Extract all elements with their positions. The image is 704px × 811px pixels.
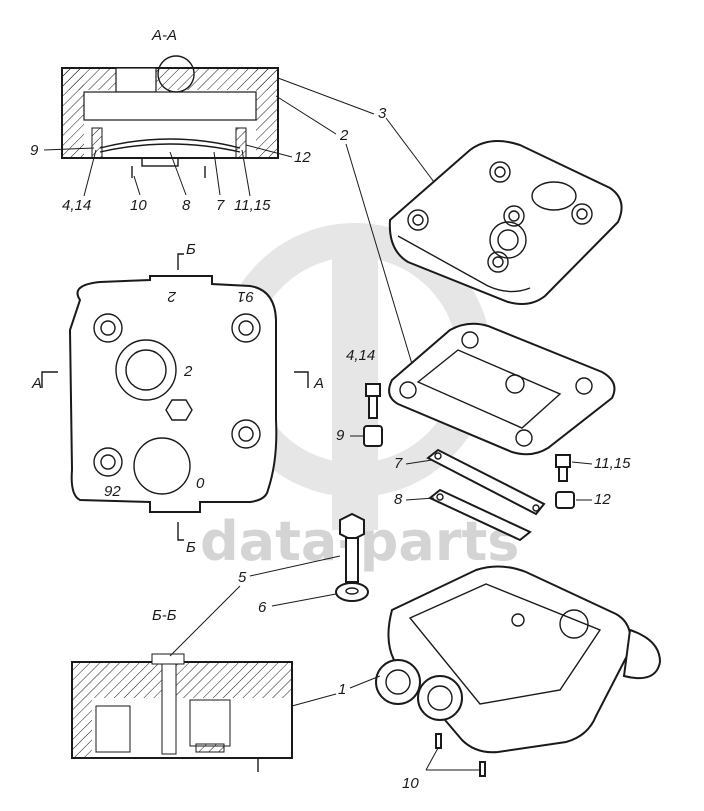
callout-2: 2 bbox=[339, 127, 349, 144]
callout-8: 8 bbox=[394, 491, 403, 508]
washer-6 bbox=[335, 582, 369, 602]
callout-9: 9 bbox=[336, 427, 345, 444]
pins-10 bbox=[435, 733, 486, 777]
callout-8-section: 8 bbox=[182, 197, 191, 214]
callout-11-15-section: 11,15 bbox=[234, 197, 271, 214]
section-b-mark-bottom: Б bbox=[186, 539, 196, 556]
callout-7: 7 bbox=[394, 455, 403, 472]
section-b-b-title: Б-Б bbox=[152, 607, 177, 624]
callout-12-section: 12 bbox=[294, 149, 311, 166]
cast-mark-top-2: 2 bbox=[167, 288, 177, 305]
callout-5: 5 bbox=[238, 569, 247, 586]
callout-4-14-section: 4,14 bbox=[62, 197, 91, 214]
callout-10: 10 bbox=[402, 775, 419, 792]
screw-11-15 bbox=[555, 454, 571, 482]
callout-10-section: 10 bbox=[130, 197, 147, 214]
callout-3: 3 bbox=[378, 105, 387, 122]
cylinder-head-cover bbox=[388, 140, 623, 305]
callout-11-15: 11,15 bbox=[594, 455, 631, 472]
screw-4-14 bbox=[365, 383, 381, 419]
section-b-b-view: Б-Б bbox=[71, 607, 293, 772]
valve-plate bbox=[426, 448, 546, 516]
callout-9-section: 9 bbox=[30, 142, 39, 159]
gasket bbox=[388, 322, 616, 456]
cylinder-head-body bbox=[375, 565, 662, 754]
cast-mark-bottom-92: 92 bbox=[104, 483, 121, 500]
callout-7-section: 7 bbox=[216, 197, 225, 214]
section-b-mark-top: Б bbox=[186, 241, 196, 258]
callout-12: 12 bbox=[594, 491, 611, 508]
valve-reed bbox=[428, 488, 532, 542]
head-bottom-view bbox=[68, 275, 278, 513]
callout-1: 1 bbox=[338, 681, 346, 698]
section-a-a-title: A-A bbox=[151, 27, 177, 44]
sleeve-12 bbox=[555, 491, 575, 509]
bolt-5 bbox=[339, 512, 365, 583]
cast-mark-port-2: 2 bbox=[183, 363, 193, 380]
section-a-mark-right: A bbox=[313, 375, 324, 392]
callout-6: 6 bbox=[258, 599, 267, 616]
cast-mark-top-91: 91 bbox=[237, 288, 254, 305]
cast-mark-port-0: 0 bbox=[196, 475, 205, 492]
sleeve-9 bbox=[363, 425, 383, 447]
section-a-a-view: A-A bbox=[61, 27, 279, 178]
callout-4-14: 4,14 bbox=[346, 347, 375, 364]
section-a-mark-left: A bbox=[31, 375, 42, 392]
